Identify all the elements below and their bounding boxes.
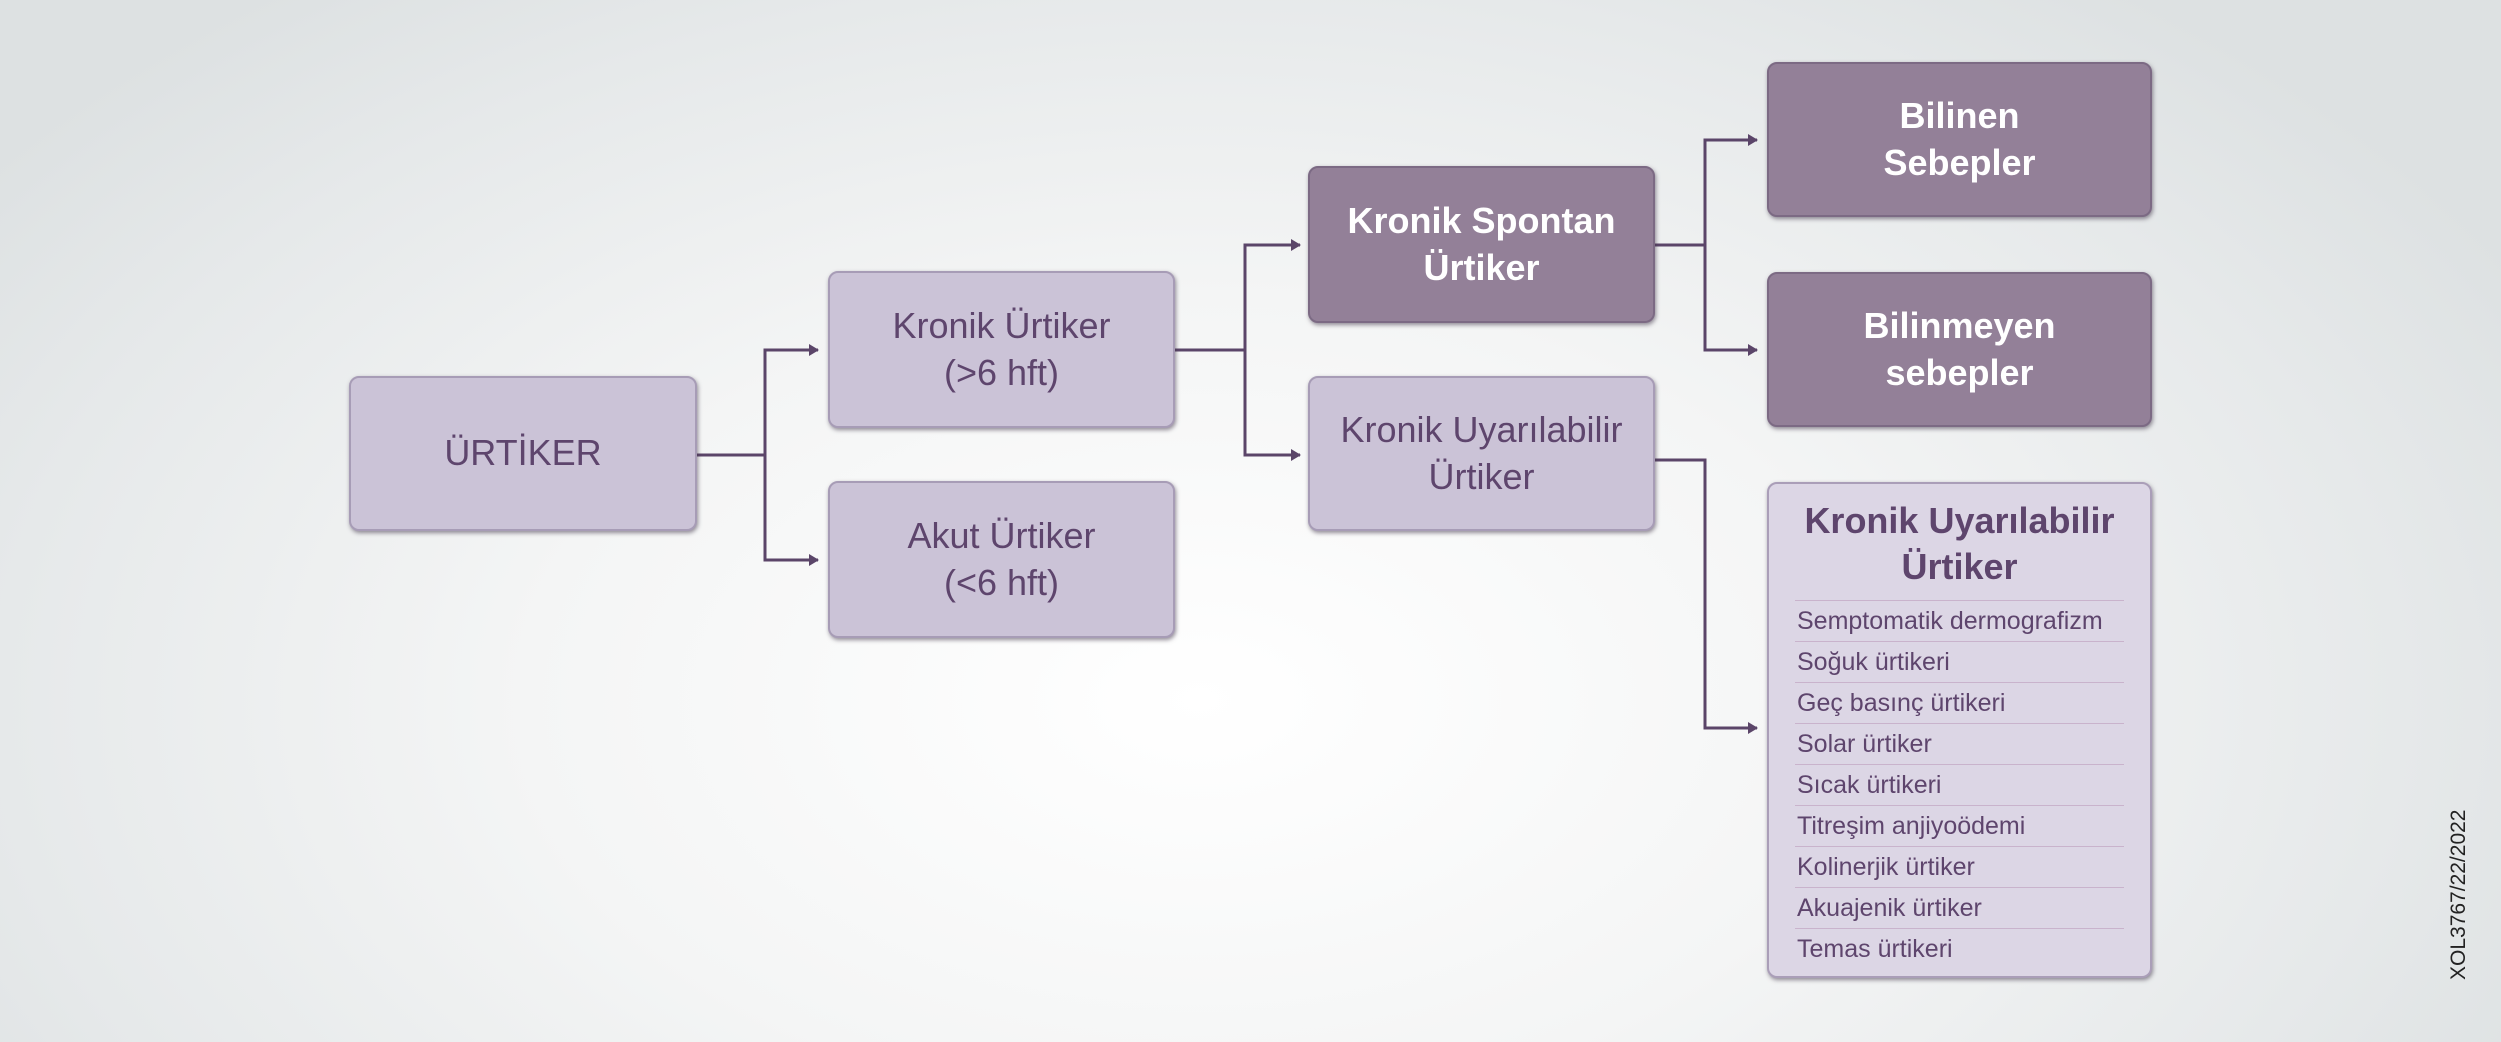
reference-code: XOL3767/22/2022: [2447, 809, 2470, 980]
inducible-urticaria-types-title: Kronik Uyarılabilir Ürtiker: [1804, 500, 2115, 588]
list-item: Kolinerjik ürtiker: [1795, 847, 2124, 889]
acute-urticaria-box: Akut Ürtiker (<6 hft): [828, 481, 1175, 638]
list-item: Akuajenik ürtiker: [1795, 888, 2124, 930]
list-item: Semptomatik dermografizm: [1795, 600, 2124, 643]
chronic-inducible-urticaria-box: Kronik Uyarılabilir Ürtiker: [1308, 376, 1655, 531]
connector-spontaneous-known: [1655, 134, 1758, 247]
chronic-spontaneous-urticaria-box: Kronik Spontan Ürtiker: [1308, 166, 1655, 323]
unknown-causes-box: Bilinmeyen sebepler: [1767, 272, 2152, 427]
urticaria-root-box: ÜRTİKER: [349, 376, 697, 531]
inducible-urticaria-types-panel: Kronik Uyarılabilir Ürtiker Semptomatik …: [1767, 482, 2152, 978]
chronic-urticaria-box: Kronik Ürtiker (>6 hft): [828, 271, 1175, 428]
connector-spontaneous-unknown: [1703, 245, 1758, 356]
list-item: Sıcak ürtikeri: [1795, 765, 2124, 807]
connector-inducible-list: [1655, 458, 1758, 734]
connector-chronic-spontaneous: [1175, 239, 1301, 352]
list-item: Geç basınç ürtikeri: [1795, 683, 2124, 725]
known-causes-box: Bilinen Sebepler: [1767, 62, 2152, 217]
list-item: Titreşim anjiyoödemi: [1795, 806, 2124, 848]
list-item: Soğuk ürtikeri: [1795, 642, 2124, 684]
list-item: Solar ürtiker: [1795, 724, 2124, 766]
list-item: Temas ürtikeri: [1797, 935, 1953, 964]
inducible-urticaria-types-list: Semptomatik dermografizm Soğuk ürtikeri …: [1795, 600, 2124, 969]
connector-root-acute: [763, 455, 819, 566]
connector-root-chronic: [697, 344, 819, 457]
connector-chronic-inducible: [1243, 350, 1301, 461]
